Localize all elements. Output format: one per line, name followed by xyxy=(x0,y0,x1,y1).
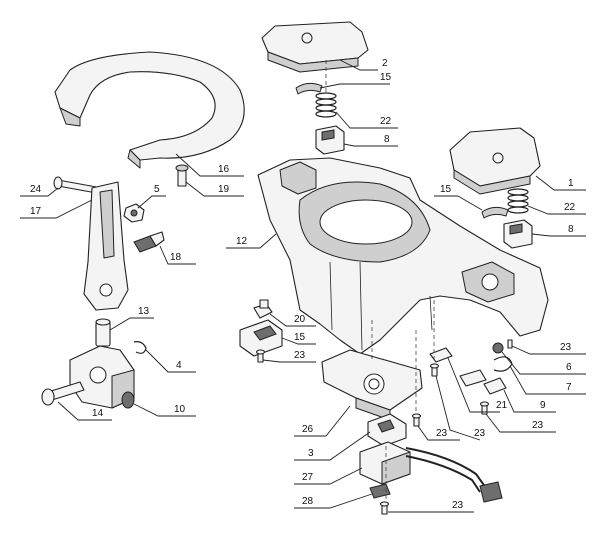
part-11-sleeve xyxy=(95,318,111,347)
leader-lines xyxy=(20,59,586,513)
part-3-switch-block xyxy=(367,413,407,447)
callout-22-right: 22 xyxy=(564,202,576,213)
part-18-knob xyxy=(133,231,165,253)
callout-17: 17 xyxy=(30,206,42,217)
callout-23-mid: 23 xyxy=(436,428,448,439)
callout-23-left: 23 xyxy=(294,350,306,361)
callout-2: 2 xyxy=(382,58,388,69)
part-24-screw xyxy=(507,339,513,349)
part-22-spring-right xyxy=(507,188,529,214)
part-22-spring xyxy=(315,92,337,118)
callout-9: 9 xyxy=(540,400,546,411)
part-6-cap xyxy=(492,342,504,354)
callout-16: 16 xyxy=(218,164,230,175)
part-17-arm xyxy=(83,181,129,311)
callout-5: 5 xyxy=(154,184,160,195)
callout-23-bottom: 23 xyxy=(452,500,464,511)
part-16-handle xyxy=(54,51,245,169)
part-10-housing xyxy=(69,345,135,409)
alignment-lines xyxy=(325,60,435,502)
callout-6: 6 xyxy=(566,362,572,373)
part-8-switch-right xyxy=(503,219,533,249)
part-7-spring-clip xyxy=(493,356,513,372)
part-26-base xyxy=(321,349,423,421)
part-13-main-body xyxy=(257,157,549,355)
part-5-nut xyxy=(123,203,145,223)
part-2-cover xyxy=(261,21,369,73)
callout-24: 23 xyxy=(560,342,572,353)
callout-27: 27 xyxy=(302,472,314,483)
part-23-screw-left xyxy=(255,349,266,363)
part-15-clip-right xyxy=(481,206,509,219)
part-8-switch xyxy=(315,125,345,155)
part-27-module xyxy=(359,441,503,503)
callout-26: 26 xyxy=(302,424,314,435)
callout-23-center: 23 xyxy=(474,428,486,439)
callout-8-right: 8 xyxy=(568,224,574,235)
part-23-screw-mid xyxy=(411,413,422,427)
part-19-pin xyxy=(175,164,189,187)
callout-21: 21 xyxy=(496,400,508,411)
part-23-screw-right xyxy=(479,401,490,415)
callout-10: 10 xyxy=(174,404,186,415)
callout-8-top: 8 xyxy=(384,134,390,145)
part-23-screw-bottom xyxy=(379,501,390,515)
callout-4: 4 xyxy=(176,360,182,371)
callout-18: 18 xyxy=(170,252,182,263)
part-1-cover xyxy=(449,127,541,195)
part-23-screw-center xyxy=(429,363,440,377)
callout-23-right: 23 xyxy=(532,420,544,431)
callout-7: 7 xyxy=(566,382,572,393)
callout-25: 24 xyxy=(30,184,42,195)
callout-22-top: 22 xyxy=(380,116,392,127)
part-9-bracket xyxy=(459,369,507,395)
part-20-terminal xyxy=(253,299,273,319)
part-28-cap xyxy=(369,483,391,499)
callout-19: 19 xyxy=(218,184,230,195)
callout-labels: 2 15 22 8 1 15 22 8 12 16 19 24 17 5 18 … xyxy=(30,58,576,511)
part-15-clip xyxy=(295,82,323,95)
callout-15-right: 15 xyxy=(440,184,452,195)
callout-15-top: 15 xyxy=(380,72,392,83)
callout-12: 14 xyxy=(92,408,104,419)
callout-11: 13 xyxy=(138,306,150,317)
callout-20: 20 xyxy=(294,314,306,325)
part-12-pin xyxy=(41,381,85,406)
callout-13: 12 xyxy=(236,236,248,247)
callout-3: 3 xyxy=(308,448,314,459)
callout-1: 1 xyxy=(568,178,574,189)
callout-28: 28 xyxy=(302,496,314,507)
callout-14: 15 xyxy=(294,332,306,343)
part-4-clip xyxy=(133,341,147,354)
part-14-bracket xyxy=(239,319,283,357)
